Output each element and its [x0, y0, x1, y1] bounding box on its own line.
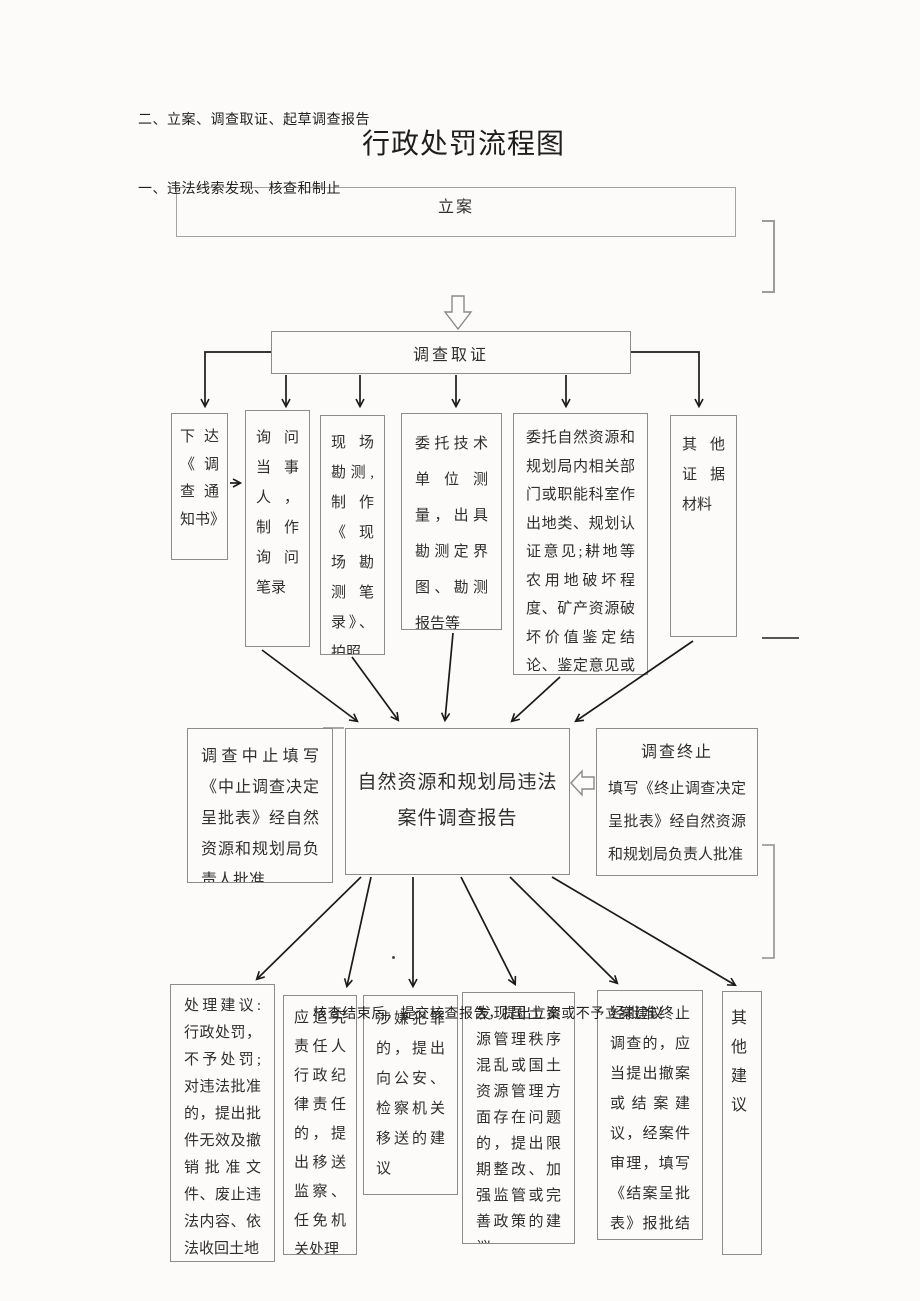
arrow-div-other	[551, 876, 735, 985]
terminate-investigation-box: 调查终止 填写《终止调查决定呈批表》经自然资源和规划局负责人批准	[596, 728, 758, 876]
evidence-box-inquiry: 询问当事人，制作询问笔录	[245, 410, 310, 647]
investigation-report-box: 自然资源和规划局违法案件调查报告	[345, 728, 570, 875]
suspend-investigation-box: 调查中止填写《中止调查决定呈批表》经自然资源和规划局负责人批准	[187, 728, 333, 883]
suggestion-box-criminal-transfer: 涉嫌犯罪的，提出向公安、检察机关移送的建议	[363, 995, 458, 1195]
evidence-box-notice: 下达《调查通知书》	[171, 413, 228, 560]
arrow-div-discipline	[347, 876, 372, 986]
stray-dot-mark	[392, 956, 395, 959]
suggestion-box-discipline: 应追究责任人行政纪律责任的，提出移送监察、任免机关处理	[283, 995, 357, 1255]
suggestion-box-other: 其他建议	[722, 991, 762, 1255]
hollow-down-arrow	[443, 295, 473, 331]
filing-box: 立案	[176, 187, 736, 237]
arrow-invest-left-elbow	[205, 351, 271, 406]
bracket-mid-right	[762, 844, 775, 959]
page-title: 行政处罚流程图	[362, 129, 566, 160]
evidence-box-commissioned-survey: 委托技术单位测量，出具勘测定界图、勘测报告等	[401, 413, 502, 630]
evidence-box-other-materials: 其他证据材料	[670, 415, 737, 637]
arrow-conv-inquiry	[261, 649, 357, 721]
arrow-invest-right-elbow	[631, 351, 699, 406]
evidence-box-site-survey: 现场勘测,制作《现场勘测笔录》、拍照	[320, 415, 385, 655]
investigation-box: 调查取证	[271, 331, 631, 374]
arrow-div-rectify	[460, 876, 515, 984]
heading-primary: 一、违法线索发现、核查和制止	[138, 182, 341, 197]
arrow-div-closure	[509, 876, 617, 983]
arrow-conv-survey	[351, 656, 398, 720]
suggestion-box-case-closure: 经批准终止调查的，应当提出撤案或结案建议，经案件审理，填写《结案呈批表》报批结案	[597, 990, 703, 1240]
suggestion-box-rectification: 发现国土资源管理秩序混乱或国土资源管理方面存在问题的，提出限期整改、加强监管或完…	[462, 992, 575, 1244]
evidence-box-appraisal-opinion: 委托自然资源和规划局内相关部门或职能科室作出地类、规划认证意见;耕地等农用地破坏…	[513, 413, 648, 675]
heading-secondary: 二、立案、调查取证、起草调查报告	[138, 113, 370, 128]
terminate-box-body: 填写《终止调查决定呈批表》经自然资源和规划局负责人批准	[608, 781, 746, 863]
arrow-conv-opinion	[512, 676, 561, 721]
bracket-top-right	[762, 220, 775, 293]
arrow-conv-commission	[445, 632, 454, 720]
arrow-div-penalty	[257, 876, 362, 979]
inline-note-text: 核查结束后，提交核查报告，提出立案或不予立案建议	[313, 1007, 664, 1022]
suggestion-box-penalty: 处理建议:行政处罚，不予处罚;对违法批准的，提出批件无效及撤销批准文件、废止违法…	[170, 984, 275, 1262]
hollow-left-arrow	[570, 769, 595, 797]
terminate-box-title: 调查终止	[640, 744, 713, 761]
